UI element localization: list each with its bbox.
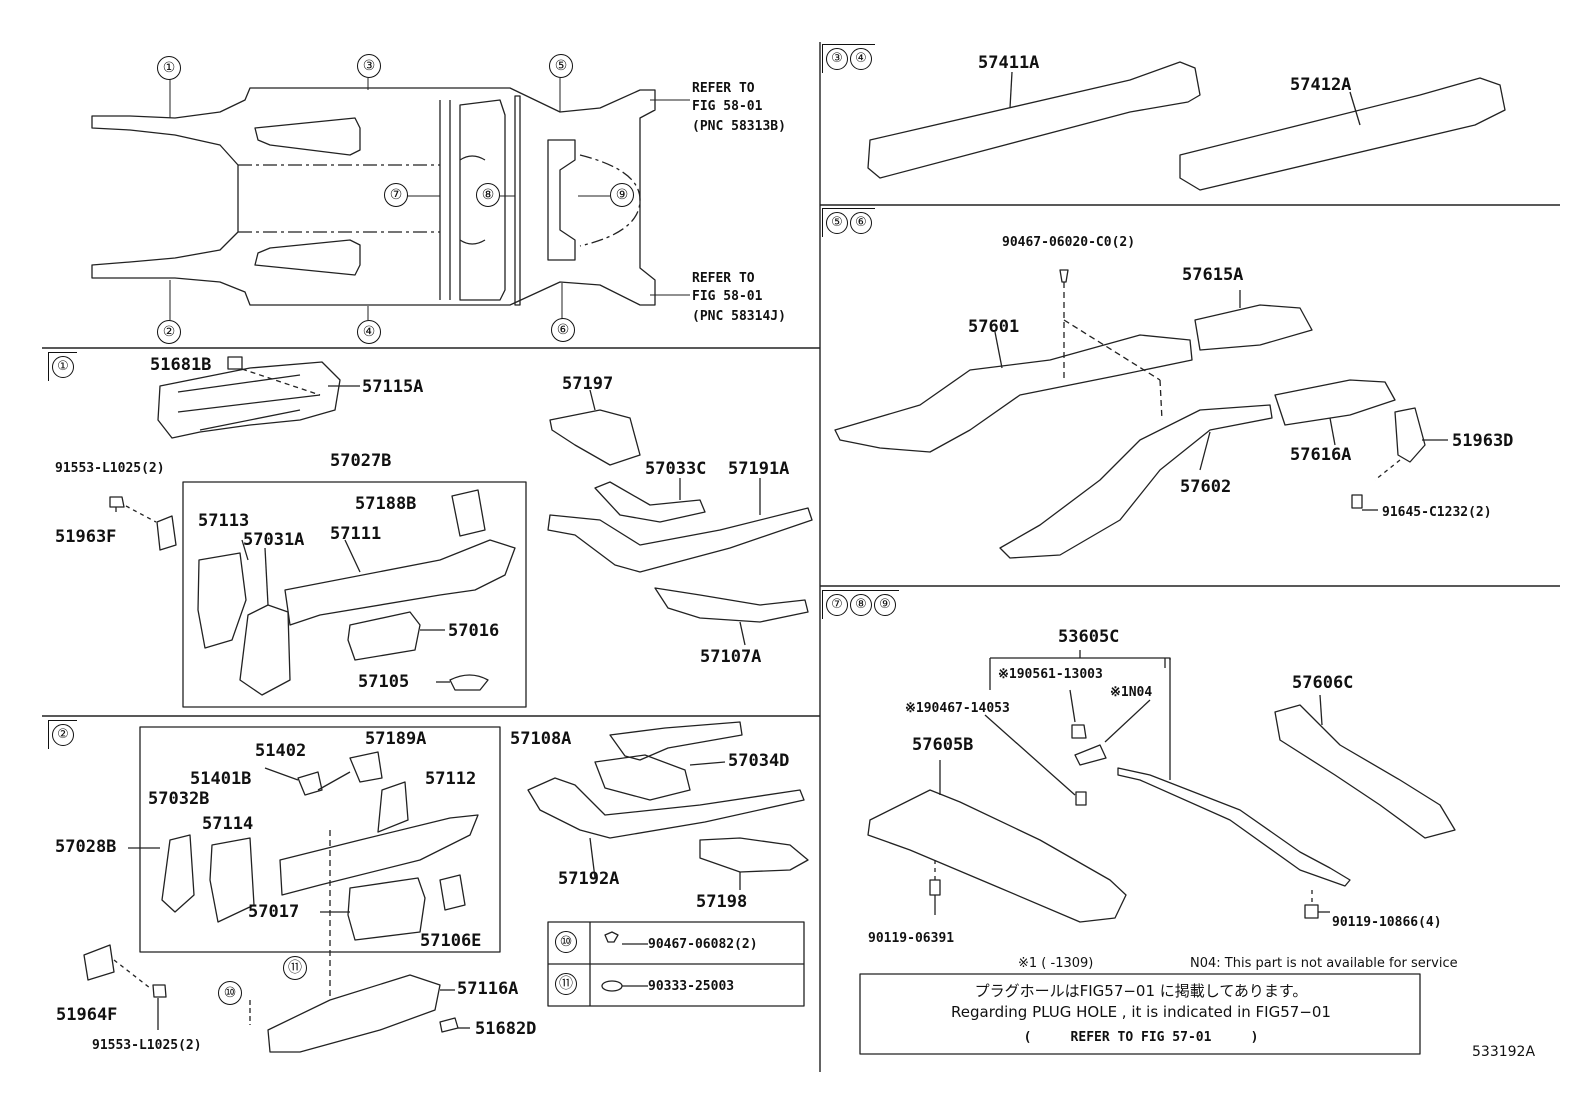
part-label: 57111 xyxy=(330,524,382,544)
section1-tag: ① xyxy=(48,352,77,381)
legend-part-10: 90467-06082(2) xyxy=(648,937,758,952)
diagram-id: 533192A xyxy=(1472,1044,1536,1060)
part-label: 57016 xyxy=(448,621,500,641)
section1-tag-circle: ① xyxy=(52,356,74,378)
part-label: 90467-06020-C0(2) xyxy=(1002,235,1136,250)
callout-1: ① xyxy=(157,56,181,80)
part-label: 51681B xyxy=(150,355,212,375)
section56-tag-circle: ⑤ xyxy=(826,212,848,234)
part-label: ※190561-13003 xyxy=(998,667,1103,682)
part-label: 57197 xyxy=(562,374,614,394)
part-label: 57192A xyxy=(558,869,620,889)
section34-parts xyxy=(867,61,1506,191)
part-label: 57198 xyxy=(696,892,748,912)
part-label: 51401B xyxy=(190,769,252,789)
part-label: 57602 xyxy=(1180,477,1232,497)
section789-tag-circle: ⑦ xyxy=(826,594,848,616)
refer-fig-57-01: ( REFER TO FIG 57-01 ) xyxy=(1023,1030,1259,1045)
part-label: 57191A xyxy=(728,459,790,479)
part-label: 57106E xyxy=(420,931,482,951)
part-label: 57412A xyxy=(1290,75,1352,95)
plug-hole-note-en: Regarding PLUG HOLE , it is indicated in… xyxy=(951,1003,1331,1021)
part-label: 51402 xyxy=(255,741,307,761)
part-label: 57189A xyxy=(365,729,427,749)
part-label: 90119-06391 xyxy=(868,931,955,946)
section789-tag-circle: ⑨ xyxy=(874,594,896,616)
part-label: 91553-L1025(2) xyxy=(92,1038,202,1053)
section789-tag: ⑦ ⑧ ⑨ xyxy=(822,590,899,619)
part-label: 51963D xyxy=(1452,431,1514,451)
refer-top-line2: FIG 58-01 xyxy=(692,99,763,114)
legend-symbol-10: ⑩ xyxy=(555,931,577,953)
section56-tag-circle: ⑥ xyxy=(850,212,872,234)
part-label: 51964F xyxy=(56,1005,118,1025)
part-label: 57411A xyxy=(978,53,1040,73)
part-label: 57031A xyxy=(243,530,305,550)
callout-2: ② xyxy=(157,320,181,344)
part-label: 57114 xyxy=(202,814,254,834)
section789-tag-circle: ⑧ xyxy=(850,594,872,616)
refer-bottom-line2: FIG 58-01 xyxy=(692,289,763,304)
section2-parts xyxy=(83,721,809,1053)
part-label: 57033C xyxy=(645,459,707,479)
part-label: 91553-L1025(2) xyxy=(55,461,165,476)
part-label: 57032B xyxy=(148,789,210,809)
part-label: 57188B xyxy=(355,494,417,514)
part-label: 57113 xyxy=(198,511,250,531)
callout-5: ⑤ xyxy=(549,54,573,78)
section2-tag-circle: ② xyxy=(52,724,74,746)
legend-symbol-11: ⑪ xyxy=(555,973,577,995)
floor-overview-outline xyxy=(91,87,656,306)
part-label: 51963F xyxy=(55,527,117,547)
part-label: 57108A xyxy=(510,729,572,749)
part-label: 57616A xyxy=(1290,445,1352,465)
part-label: 57028B xyxy=(55,837,117,857)
part-label: 57116A xyxy=(457,979,519,999)
part-label: 57601 xyxy=(968,317,1020,337)
section1-parts xyxy=(109,356,813,708)
part-label: 51682D xyxy=(475,1019,537,1039)
part-label: 57115A xyxy=(362,377,424,397)
callout-10: ⑩ xyxy=(218,981,242,1005)
part-label: ※1N04 xyxy=(1110,685,1153,700)
part-label: 53605C xyxy=(1058,627,1120,647)
footnote-range: ※1 ( -1309) xyxy=(1018,956,1094,971)
refer-bottom-line3: (PNC 58314J) xyxy=(692,309,786,324)
part-label: 91645-C1232(2) xyxy=(1382,505,1492,520)
refer-bottom-line1: REFER TO xyxy=(692,271,755,286)
part-label: 57112 xyxy=(425,769,477,789)
callout-7: ⑦ xyxy=(384,183,408,207)
section34-tag-circle: ③ xyxy=(826,48,848,70)
part-label: 57107A xyxy=(700,647,762,667)
section34-tag-circle: ④ xyxy=(850,48,872,70)
callout-8: ⑧ xyxy=(476,183,500,207)
part-label: 57605B xyxy=(912,735,974,755)
section789-parts xyxy=(859,650,1456,1055)
part-label: 57027B xyxy=(330,451,392,471)
section56-parts xyxy=(834,269,1448,559)
callout-4: ④ xyxy=(357,320,381,344)
part-label: 57615A xyxy=(1182,265,1244,285)
legend-part-11: 90333-25003 xyxy=(648,979,735,994)
n04-note: N04: This part is not available for serv… xyxy=(1190,956,1458,971)
callout-11: ⑪ xyxy=(283,956,307,980)
section34-tag: ③ ④ xyxy=(822,44,875,73)
section56-tag: ⑤ ⑥ xyxy=(822,208,875,237)
callout-9: ⑨ xyxy=(610,183,634,207)
part-label: 90119-10866(4) xyxy=(1332,915,1442,930)
part-label: ※190467-14053 xyxy=(905,701,1010,716)
part-label: 57034D xyxy=(728,751,790,771)
plug-hole-note-jp: プラグホールはFIG57−01 に掲載してあります。 xyxy=(974,982,1308,1000)
refer-top-line1: REFER TO xyxy=(692,81,755,96)
callout-3: ③ xyxy=(357,54,381,78)
part-label: 57606C xyxy=(1292,673,1354,693)
section2-tag: ② xyxy=(48,720,77,749)
part-label: 57105 xyxy=(358,672,410,692)
callout-6: ⑥ xyxy=(551,318,575,342)
refer-top-line3: (PNC 58313B) xyxy=(692,119,786,134)
part-label: 57017 xyxy=(248,902,300,922)
